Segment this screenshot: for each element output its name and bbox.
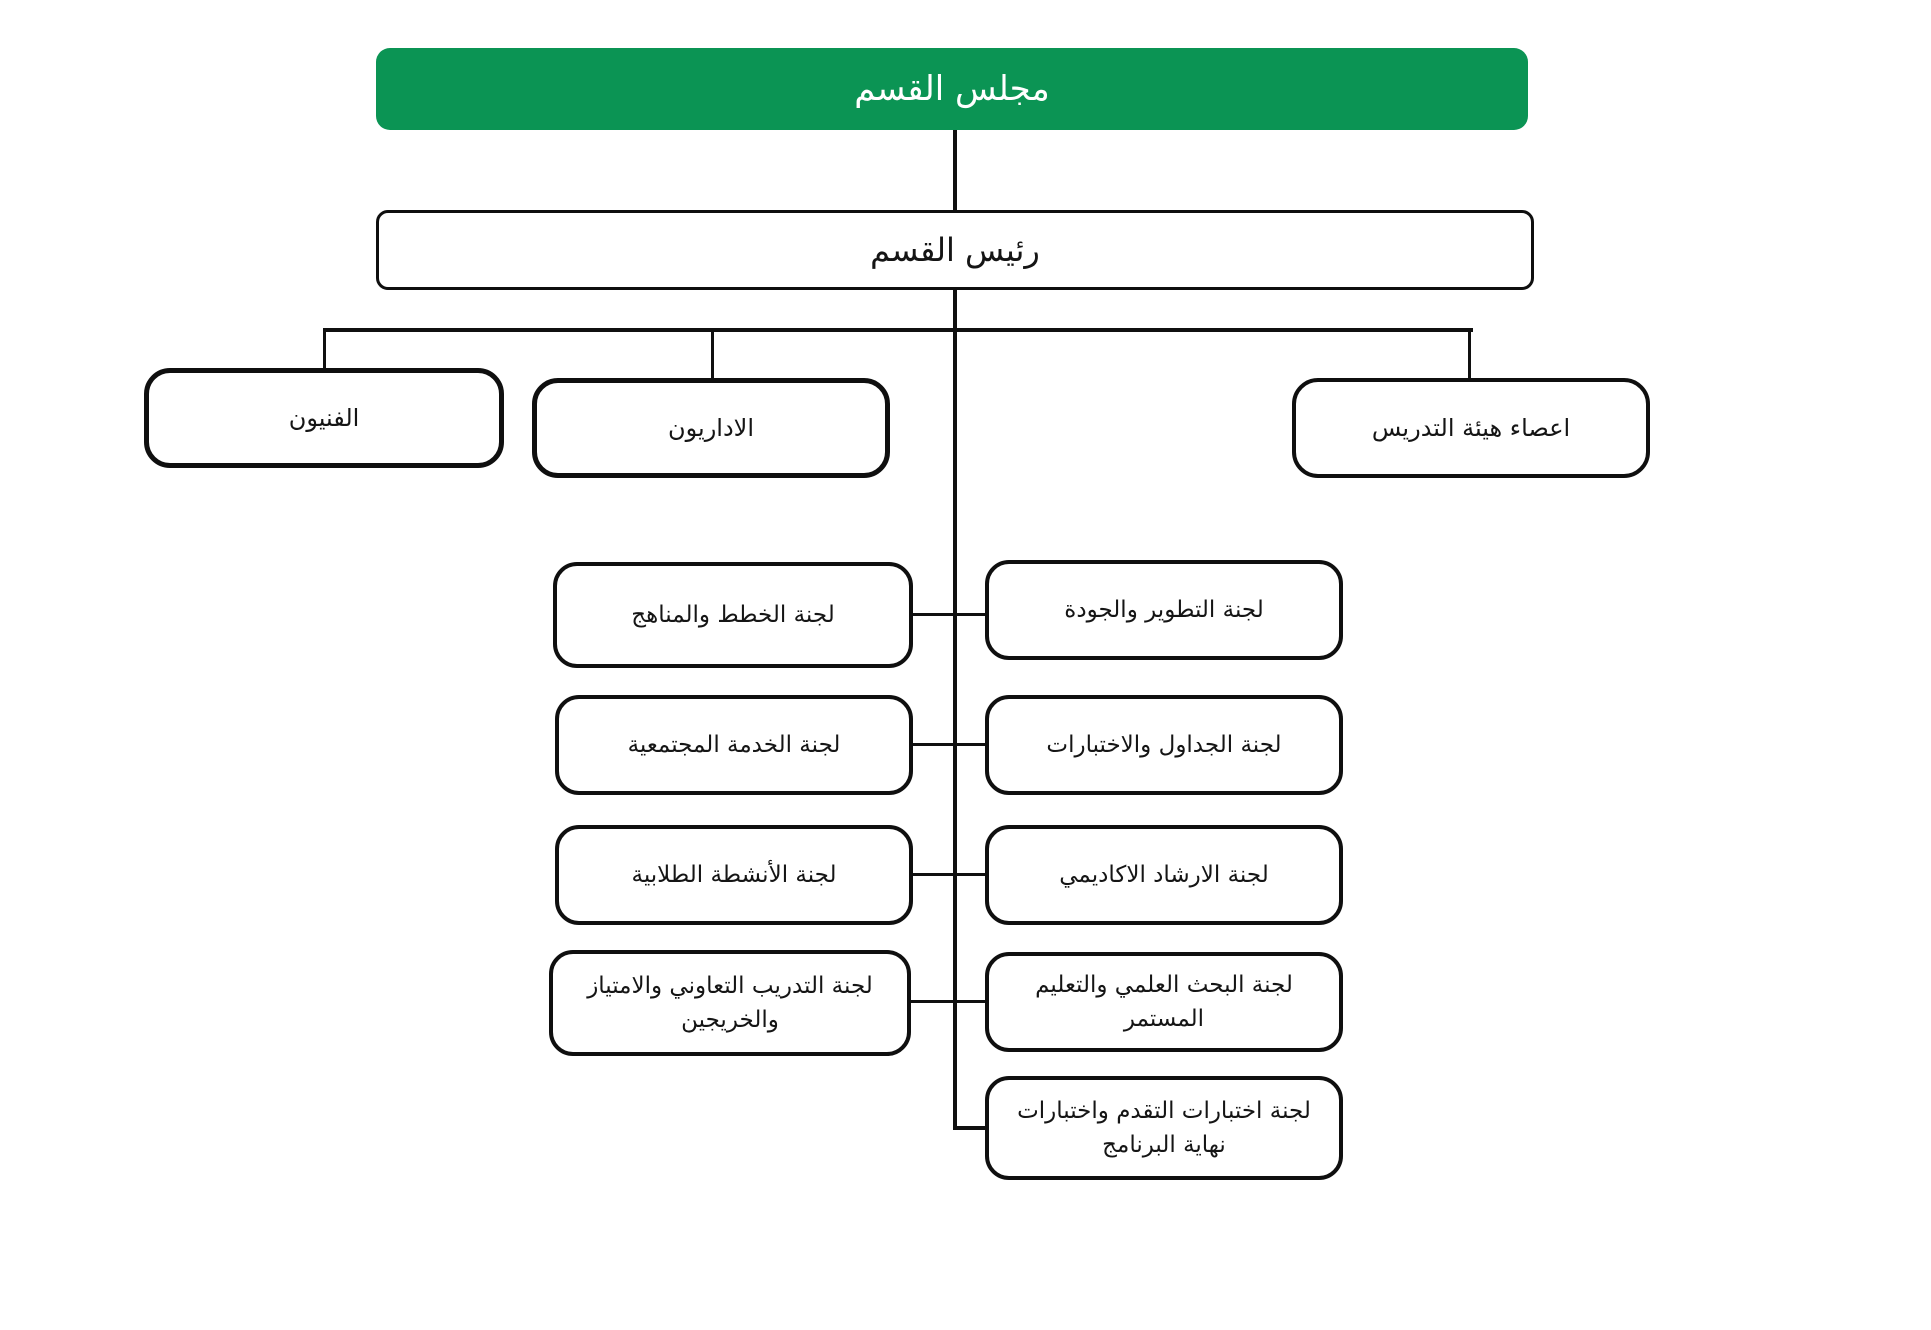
node-committee-academic-advising: لجنة الارشاد الاكاديمي <box>985 825 1343 925</box>
node-committee-research-continuing-education-label: لجنة البحث العلمي والتعليم المستمر <box>1035 971 1293 1033</box>
node-committee-development-quality: لجنة التطوير والجودة <box>985 560 1343 660</box>
node-administrators: الاداريون <box>532 378 890 478</box>
node-faculty-members: اعصاء هيئة التدريس <box>1292 378 1650 478</box>
node-department-head-label: رئيس القسم <box>870 231 1040 269</box>
connector-committee-row-3 <box>910 873 988 876</box>
node-committee-plans-curricula: لجنة الخطط والمناهج <box>553 562 913 668</box>
node-committee-plans-curricula-label: لجنة الخطط والمناهج <box>631 601 835 628</box>
node-faculty-members-label: اعصاء هيئة التدريس <box>1371 414 1571 442</box>
node-committee-student-activities-label: لجنة الأنشطة الطلابية <box>631 861 837 888</box>
node-committee-development-quality-label: لجنة التطوير والجودة <box>1064 596 1264 623</box>
node-department-council: مجلس القسم <box>376 48 1528 130</box>
node-committee-community-service-label: لجنة الخدمة المجتمعية <box>627 731 841 758</box>
node-committee-coop-training-graduates: لجنة التدريب التعاوني والامتياز والخريجي… <box>549 950 911 1056</box>
connector-root-to-head <box>953 128 957 212</box>
node-technicians: الفنيون <box>144 368 504 468</box>
connector-central-vertical <box>953 288 957 1130</box>
node-committee-progress-final-exams: لجنة اختبارات التقدم واختبارات نهاية الب… <box>985 1076 1343 1180</box>
node-committee-student-activities: لجنة الأنشطة الطلابية <box>555 825 913 925</box>
node-committee-community-service: لجنة الخدمة المجتمعية <box>555 695 913 795</box>
node-committee-progress-final-exams-label: لجنة اختبارات التقدم واختبارات نهاية الب… <box>1017 1097 1311 1159</box>
connector-drop-technicians <box>323 328 326 370</box>
node-administrators-label: الاداريون <box>668 414 755 442</box>
connector-elbow-last-committee <box>953 1126 989 1130</box>
connector-committee-row-1 <box>910 613 988 616</box>
node-technicians-label: الفنيون <box>288 404 360 432</box>
connector-branch-horizontal <box>323 328 1473 332</box>
node-committee-coop-training-graduates-label: لجنة التدريب التعاوني والامتياز والخريجي… <box>587 972 873 1034</box>
connector-drop-administrators <box>711 328 714 380</box>
node-committee-academic-advising-label: لجنة الارشاد الاكاديمي <box>1059 861 1269 888</box>
node-department-head: رئيس القسم <box>376 210 1534 290</box>
node-committee-schedules-exams: لجنة الجداول والاختبارات <box>985 695 1343 795</box>
connector-committee-row-4 <box>910 1000 988 1003</box>
node-department-council-label: مجلس القسم <box>854 68 1050 109</box>
node-committee-schedules-exams-label: لجنة الجداول والاختبارات <box>1046 731 1282 758</box>
node-committee-research-continuing-education: لجنة البحث العلمي والتعليم المستمر <box>985 952 1343 1052</box>
connector-committee-row-2 <box>910 743 988 746</box>
connector-drop-faculty <box>1468 328 1471 380</box>
